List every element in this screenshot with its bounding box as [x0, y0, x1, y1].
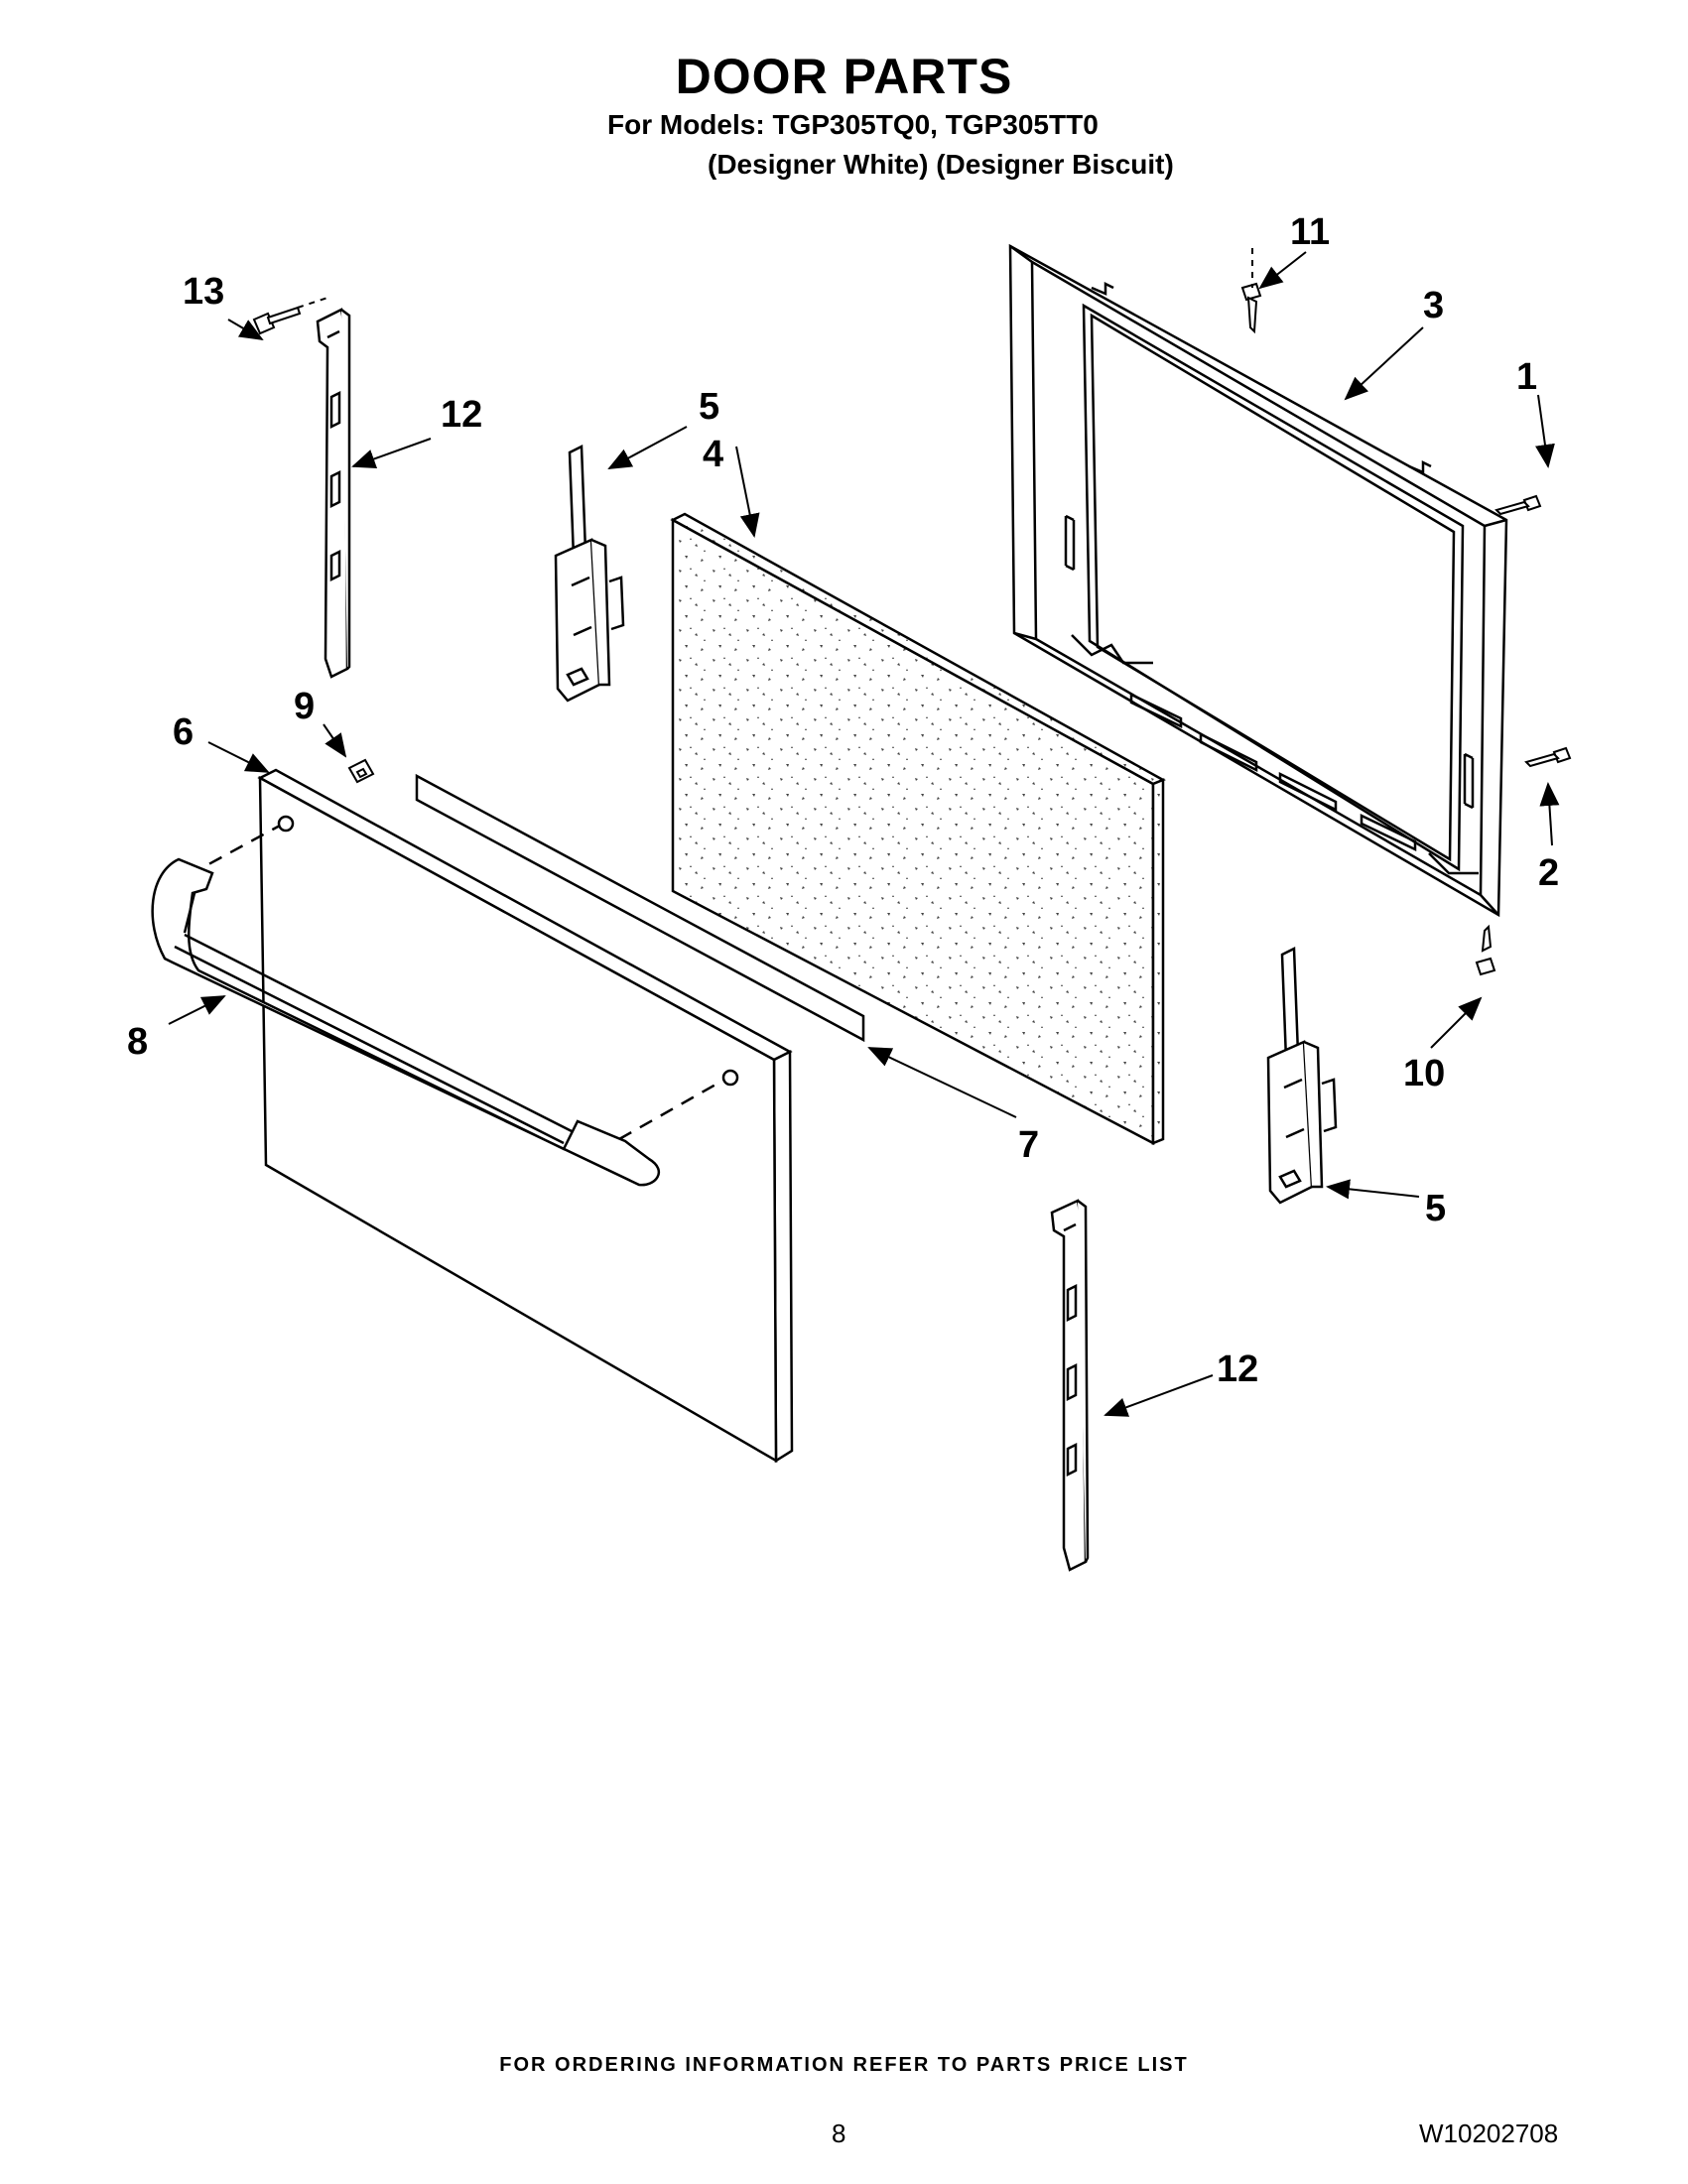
screw-part-10 — [1475, 924, 1496, 976]
screw-part-13 — [252, 306, 302, 335]
hinge-channel-part-12-lower — [1050, 1199, 1090, 1572]
callout-13: 13 — [183, 271, 224, 313]
callout-11: 11 — [1290, 211, 1330, 253]
callout-2: 2 — [1538, 852, 1559, 894]
door-frame-part-3 — [1008, 243, 1508, 918]
callout-10: 10 — [1403, 1053, 1445, 1094]
callout-5a: 5 — [699, 386, 719, 428]
clip-part-9 — [347, 758, 375, 784]
screw-part-1 — [1494, 494, 1542, 516]
callout-7: 7 — [1018, 1124, 1039, 1166]
hinge-part-5-upper — [554, 445, 625, 703]
callout-3: 3 — [1423, 285, 1444, 326]
colors-line: (Designer White) (Designer Biscuit) — [708, 149, 1174, 180]
callout-8: 8 — [127, 1021, 148, 1063]
document-number: W10202708 — [1419, 2119, 1559, 2148]
screw-part-11 — [1240, 282, 1262, 334]
page-number: 8 — [832, 2119, 846, 2148]
ordering-note: FOR ORDERING INFORMATION REFER TO PARTS … — [499, 2054, 1189, 2076]
callout-12b: 12 — [1217, 1349, 1258, 1390]
callout-1: 1 — [1516, 356, 1537, 398]
callout-6: 6 — [173, 711, 194, 753]
insulation-part-4 — [670, 512, 1166, 1146]
strip-part-7 — [415, 773, 865, 1043]
handle-part-8 — [151, 857, 661, 1187]
hinge-part-5-lower — [1266, 947, 1338, 1205]
screw-part-2 — [1524, 746, 1572, 768]
callout-9: 9 — [294, 686, 315, 727]
callout-4: 4 — [703, 434, 723, 475]
page-title: DOOR PARTS — [675, 49, 1013, 104]
leader-lines — [168, 248, 1560, 1417]
hinge-channel-part-12-upper — [316, 308, 351, 679]
models-line: For Models: TGP305TQ0, TGP305TT0 — [607, 109, 1099, 140]
callout-5b: 5 — [1425, 1188, 1446, 1229]
callout-12a: 12 — [441, 394, 482, 436]
